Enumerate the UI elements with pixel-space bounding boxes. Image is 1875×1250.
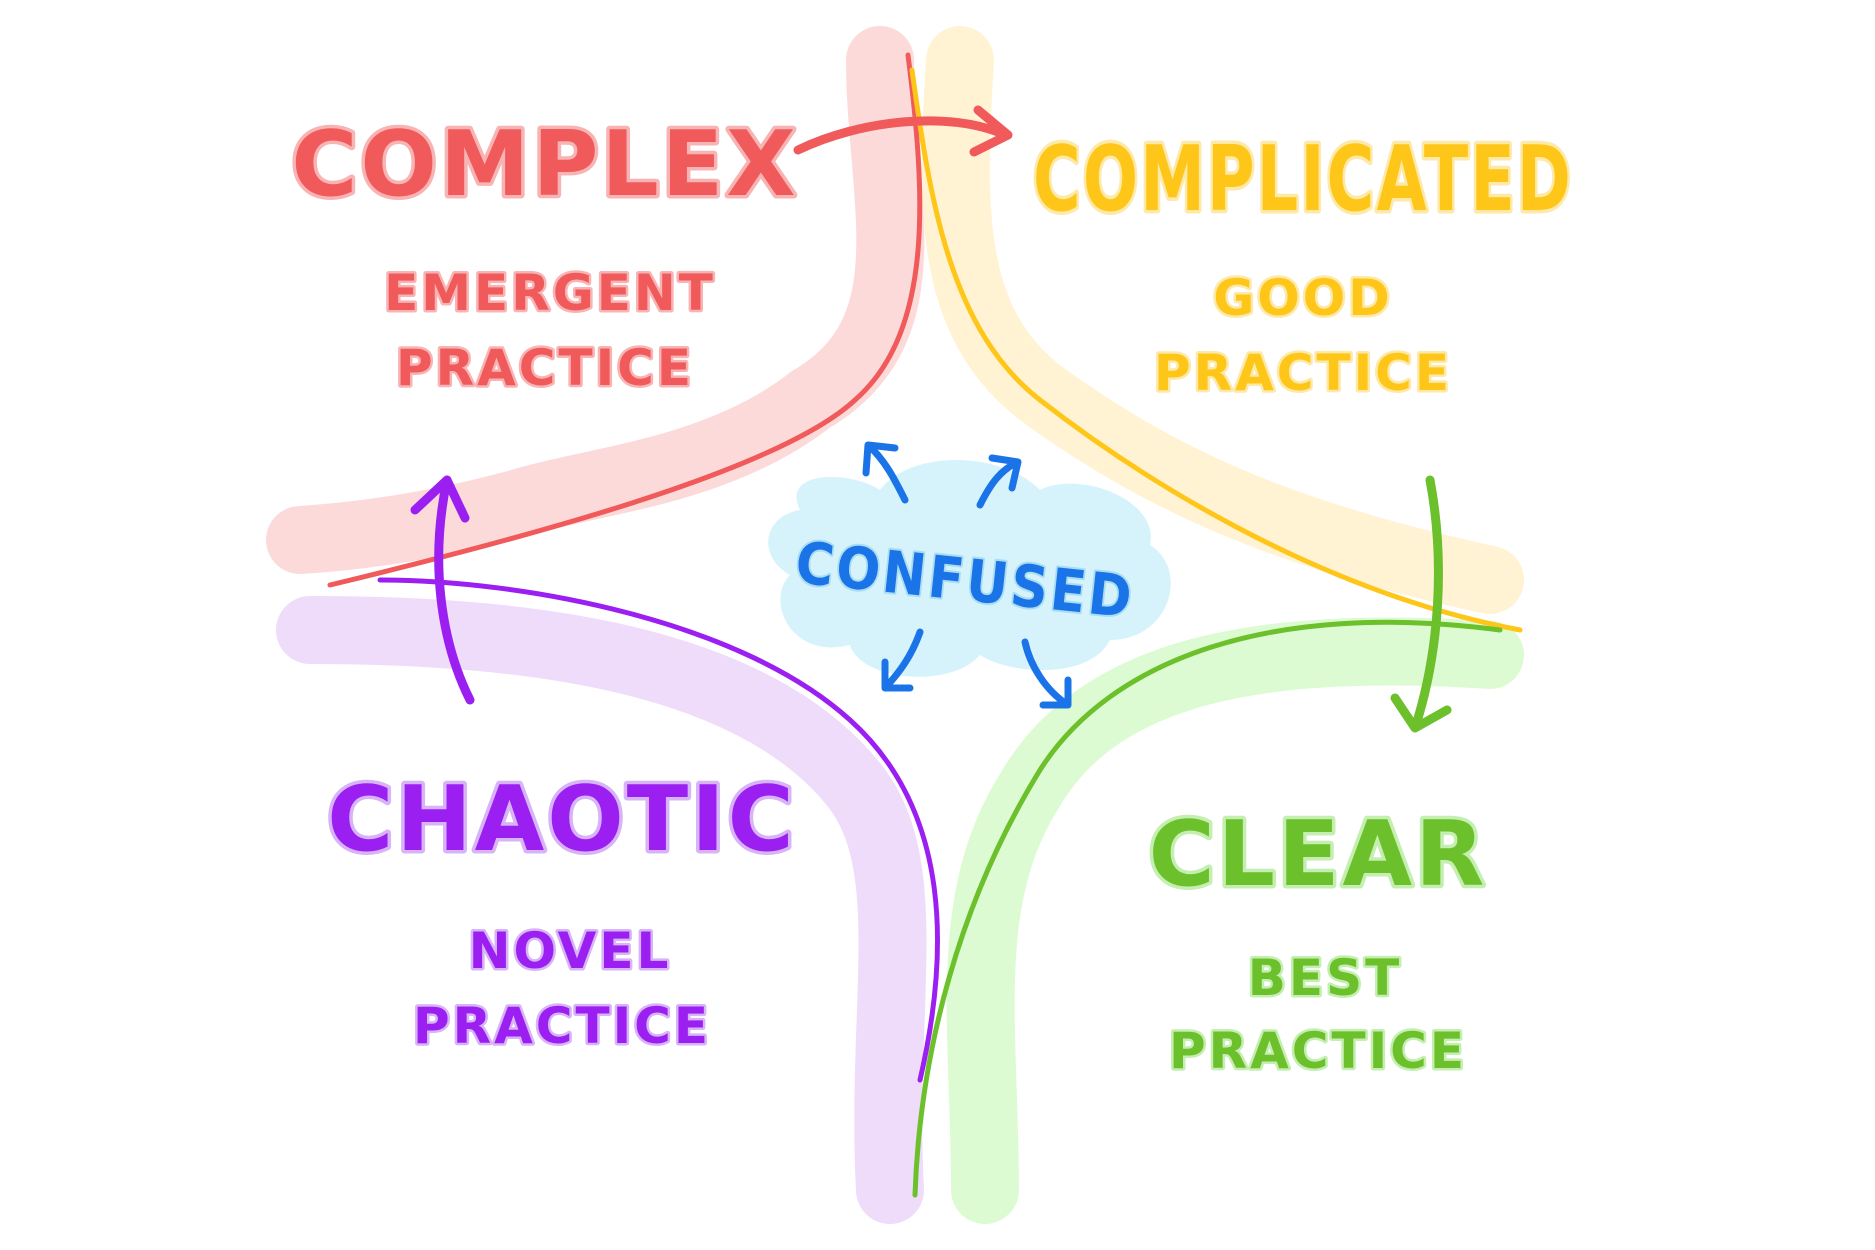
complicated-practice-line1: GOOD: [1213, 269, 1393, 327]
complex-title: COMPLEX: [291, 112, 798, 217]
chaotic-band: [276, 596, 927, 1224]
chaotic-practice-line1: NOVEL: [469, 922, 672, 980]
confused-arrow-complex: [862, 441, 909, 504]
clear-title: CLEAR: [1149, 802, 1488, 907]
chaotic-to-complex-arrow: [410, 475, 475, 705]
chaotic-boundary: [377, 577, 940, 1083]
confused-cloud: [768, 460, 1171, 677]
confused-arrow-clear: [1021, 638, 1072, 709]
chaotic-practice-line2: PRACTICE: [413, 997, 711, 1055]
clear-boundary: [912, 619, 1503, 1198]
complex-band: [266, 26, 925, 574]
complicated-boundary: [909, 67, 1523, 633]
complicated-band: [921, 26, 1524, 614]
confused-arrow-complicated: [976, 454, 1022, 509]
chaotic-title: CHAOTIC: [327, 767, 796, 872]
clear-practice-line2: PRACTICE: [1169, 1022, 1467, 1080]
complex-practice-line1: EMERGENT: [384, 264, 716, 322]
complex-practice-line2: PRACTICE: [396, 339, 694, 397]
clear-practice-line1: BEST: [1248, 949, 1402, 1007]
complex-to-complicated-arrow: [793, 105, 1013, 157]
complicated-to-clear-arrow: [1390, 475, 1452, 733]
complicated-title: COMPLICATED: [1033, 127, 1573, 232]
confused-arrow-chaotic: [881, 628, 924, 692]
complicated-practice-line2: PRACTICE: [1154, 344, 1452, 402]
complex-boundary: [327, 52, 923, 588]
